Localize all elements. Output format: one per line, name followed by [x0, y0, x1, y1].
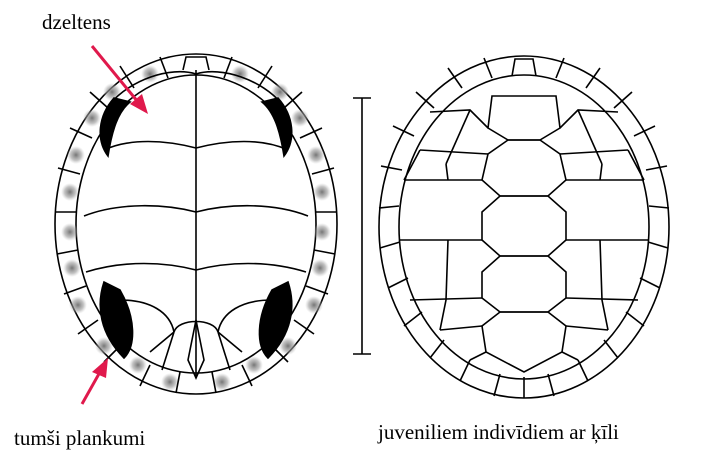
juvenile-shell-inner-rim — [399, 75, 649, 379]
nuchal-scute — [183, 57, 209, 70]
juvenile-shell-outer-rim — [379, 56, 669, 398]
vertebral-1 — [488, 96, 560, 140]
juvenile-marginal-dividers-right — [524, 58, 669, 398]
vertebral-3 — [482, 196, 566, 256]
label-tumsi-plankumi: tumši plankumi — [14, 428, 145, 449]
label-dzeltens: dzeltens — [42, 12, 111, 33]
black-mark-upper-left — [100, 98, 130, 156]
arrow-tumsi-plankumi — [82, 358, 108, 404]
vertebral-5 — [482, 312, 566, 372]
adult-shell — [55, 54, 337, 394]
black-mark-upper-right — [262, 98, 292, 156]
juvenile-shell — [379, 56, 669, 398]
vertebral-2 — [482, 140, 566, 196]
scale-bar — [353, 98, 371, 354]
vertebral-4 — [482, 256, 566, 312]
label-juvenile-caption: juveniliem indivīdiem ar ķīli — [378, 422, 619, 443]
